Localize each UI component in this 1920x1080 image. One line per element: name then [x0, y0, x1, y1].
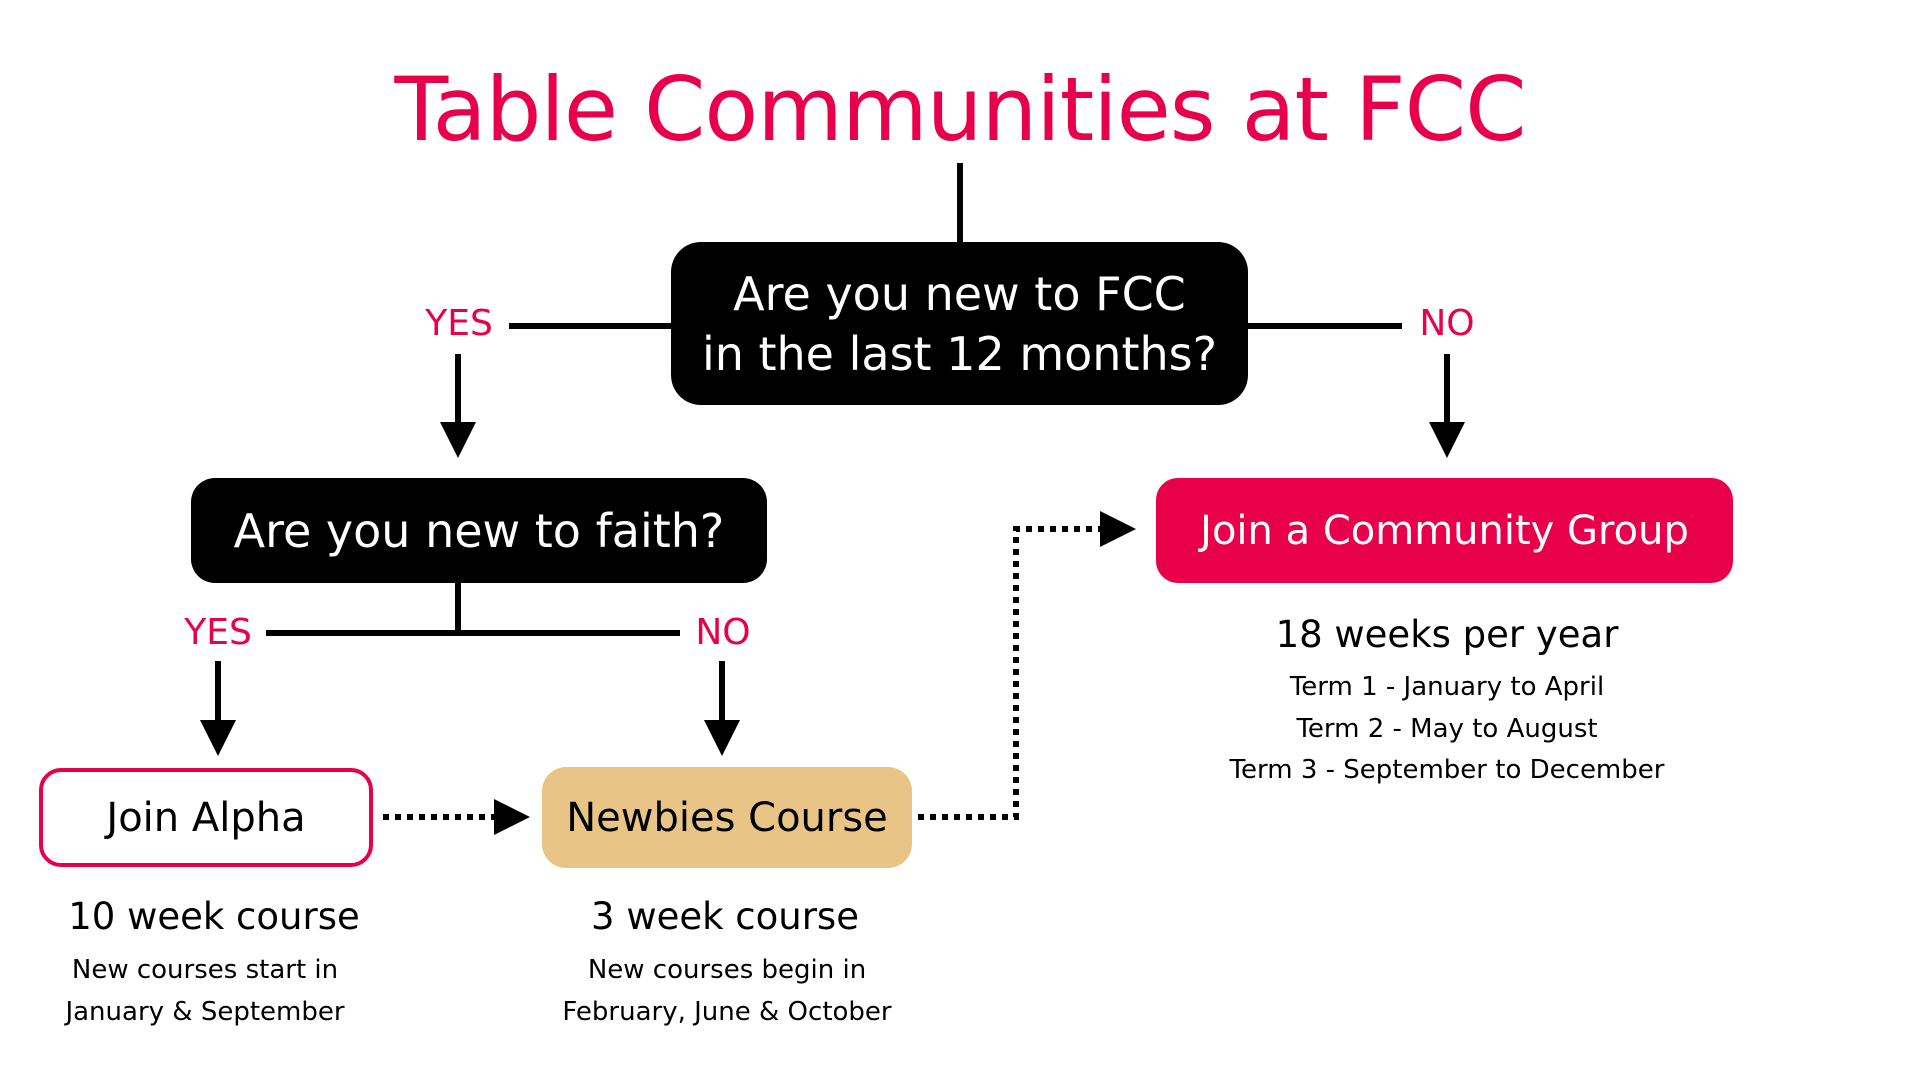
question-line-1: Are you new to FCC — [733, 266, 1186, 321]
community-term-2: Term 2 - May to August — [1296, 714, 1598, 744]
q1-yes-label: YES — [425, 303, 493, 344]
community-term-1: Term 1 - January to April — [1289, 672, 1605, 702]
q2-no-label: NO — [695, 612, 751, 653]
alpha-detail-2: January & September — [65, 997, 345, 1027]
newbies-course-box: Newbies Course — [542, 767, 912, 868]
q2-yes-label: YES — [184, 612, 252, 653]
community-duration: 18 weeks per year — [1275, 613, 1619, 656]
newbies-detail-1: New courses begin in — [587, 955, 867, 985]
newbies-detail-2: February, June & October — [562, 997, 892, 1027]
community-term-3: Term 3 - September to December — [1229, 755, 1665, 785]
page-title: Table Communities at FCC — [394, 58, 1526, 161]
newbies-to-community-dotted — [918, 511, 1136, 820]
question-new-to-faith: Are you new to faith? — [191, 478, 767, 583]
question-line-2: in the last 12 months? — [701, 326, 1218, 381]
alpha-detail-1: New courses start in — [71, 955, 339, 985]
join-alpha-box: Join Alpha — [39, 768, 373, 867]
newbies-duration: 3 week course — [591, 895, 859, 938]
alpha-duration: 10 week course — [68, 895, 360, 938]
join-community-group-box: Join a Community Group — [1156, 478, 1733, 583]
q1-no-label: NO — [1419, 303, 1475, 344]
